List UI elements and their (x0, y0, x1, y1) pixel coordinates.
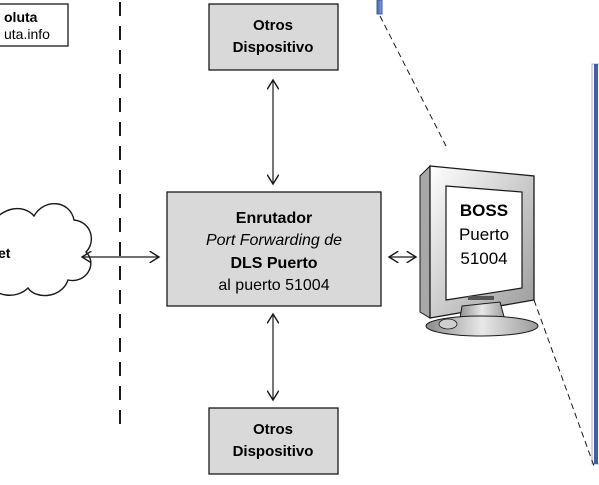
left-box-line1: oluta (4, 9, 38, 25)
monitor-line2: Puerto (459, 225, 509, 244)
zoom-line-top (379, 15, 447, 147)
bottom-device-box: Otros Dispositivo (208, 407, 339, 475)
top-device-line2: Dispositivo (233, 39, 314, 56)
router-detail: al puerto 51004 (218, 277, 329, 294)
monitor-screen (445, 185, 523, 301)
monitor-line1: BOSS (460, 201, 508, 220)
zoom-line-bottom (533, 299, 595, 467)
left-info-box: oluta uta.info (0, 3, 69, 47)
monitor-line3: 51004 (460, 249, 507, 268)
top-device-line1: Otros (253, 17, 293, 34)
router-subtitle: Port Forwarding de (206, 232, 342, 249)
top-blue-bar (376, 0, 383, 15)
right-panel-edge (591, 63, 599, 465)
cloud-label: et (0, 245, 11, 261)
left-box-line2: uta.info (4, 26, 50, 42)
monitor-icon: BOSS Puerto 51004 (419, 164, 539, 337)
cloud-icon: et (0, 202, 93, 297)
bottom-device-line2: Dispositivo (233, 443, 314, 460)
router-emphasis: DLS Puerto (230, 255, 317, 272)
top-device-box: Otros Dispositivo (208, 3, 339, 71)
router-title: Enrutador (236, 210, 312, 227)
router-box: Enrutador Port Forwarding de DLS Puerto … (166, 191, 382, 307)
bottom-device-line1: Otros (253, 421, 293, 438)
